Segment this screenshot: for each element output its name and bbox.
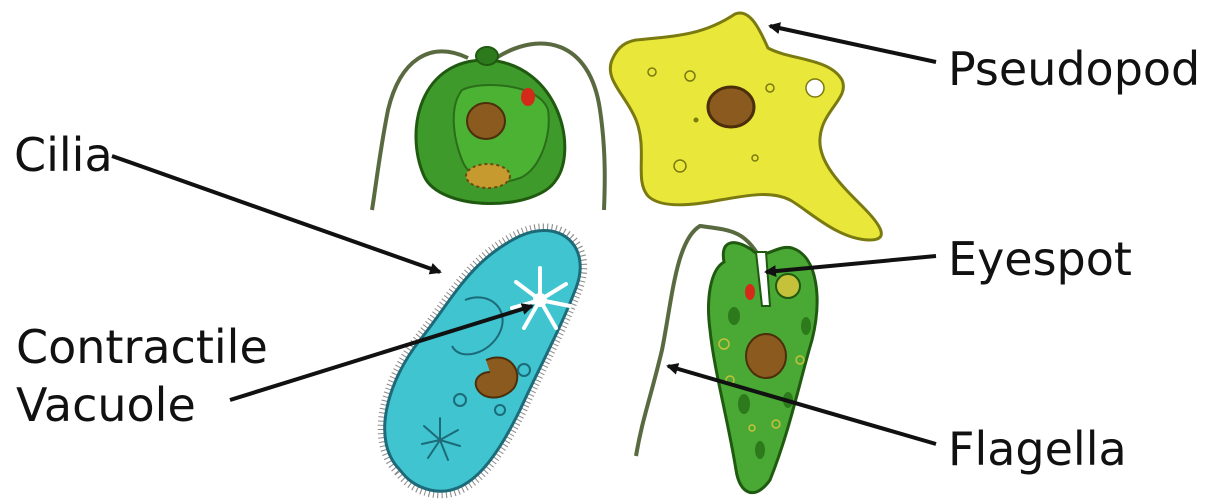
vacuole-label: Vacuole (16, 378, 196, 432)
contractile-label: Contractile (16, 320, 268, 374)
euglena-cell (636, 226, 817, 493)
paramecium-cell (385, 230, 581, 491)
amoeba-cell (610, 13, 881, 240)
cilia-arrow (112, 156, 440, 272)
pseudopod-label: Pseudopod (948, 42, 1200, 96)
flagella-label: Flagella (948, 422, 1127, 476)
cilia-label: Cilia (14, 128, 113, 182)
chlamydomonas-cell (372, 43, 605, 210)
eyespot-label: Eyespot (948, 232, 1132, 286)
